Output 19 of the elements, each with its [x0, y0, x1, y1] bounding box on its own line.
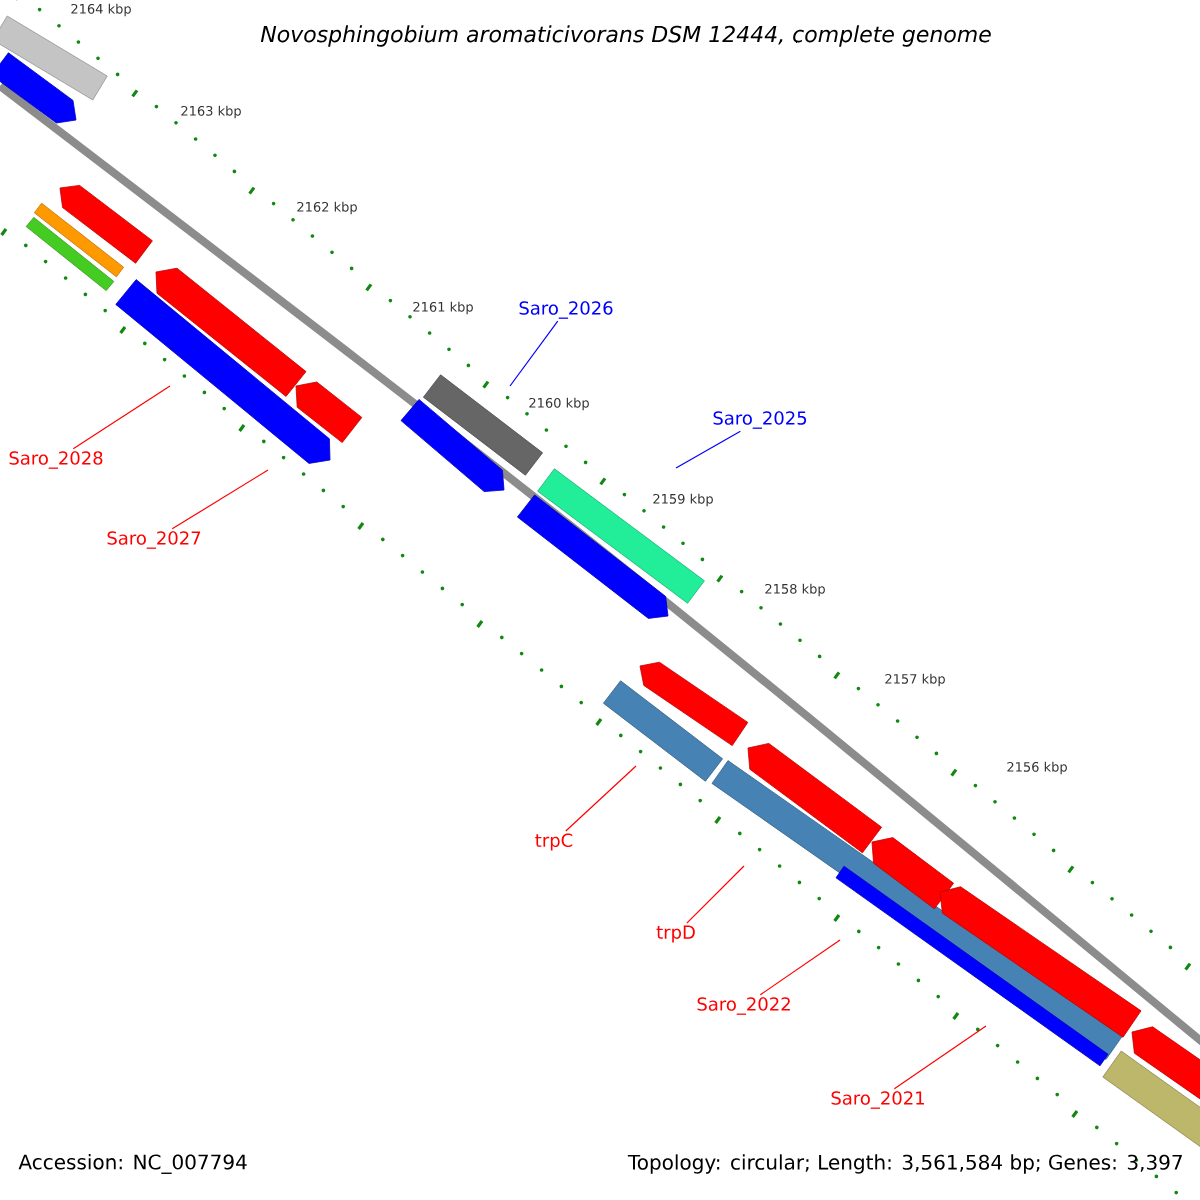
leader-line	[565, 765, 637, 832]
gene-label: trpD	[656, 925, 695, 943]
leader-line	[509, 320, 559, 387]
gene-label: Saro_2026	[519, 301, 613, 319]
leader-line	[759, 939, 841, 996]
genome-info-text: Topology: circular; Length: 3,561,584 bp; Genes: 3,397	[627, 1154, 1182, 1174]
leader-line	[893, 1025, 987, 1090]
title: Novosphingobium aromaticivorans DSM 12444, complete genome	[260, 25, 991, 47]
gene-label: Saro_2027	[107, 531, 201, 549]
gene-label: Saro_2025	[713, 411, 807, 429]
gene-label: trpC	[535, 833, 573, 851]
leader-line	[686, 865, 745, 924]
leader-line	[171, 469, 269, 530]
gene-label: Saro_2021	[831, 1091, 924, 1109]
accession-text: Accession: NC_007794	[18, 1154, 247, 1174]
gene-label: Saro_2028	[9, 451, 103, 469]
leader-line	[72, 385, 171, 450]
leader-line	[675, 430, 741, 469]
gene-label: Saro_2022	[697, 997, 790, 1015]
